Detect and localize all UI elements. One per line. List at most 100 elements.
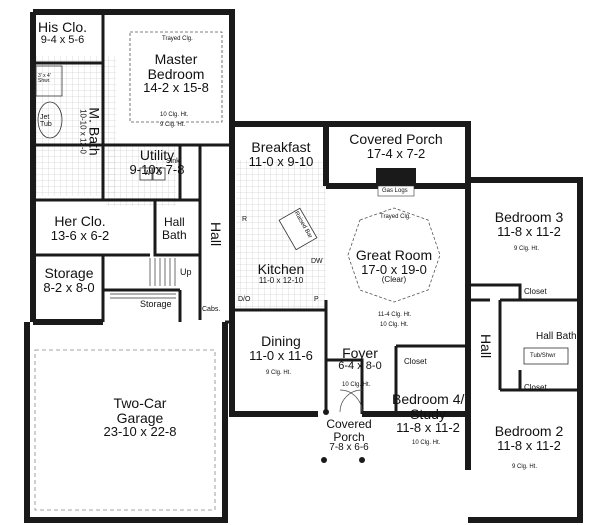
dining-dims: 11-0 x 11-6 — [249, 347, 313, 363]
great-room-clear: (Clear) — [381, 275, 407, 285]
bedroom2-label: Bedroom 2 11-8 x 11-2 — [484, 424, 574, 452]
stairs — [110, 258, 176, 299]
her-closet-dims: 13-6 x 6-2 — [50, 227, 110, 243]
covered-porch-rear-label: Covered Porch 17-4 x 7-2 — [336, 132, 456, 160]
dining-label: Dining 11-0 x 11-6 — [238, 334, 324, 362]
great-room-dims: 17-0 x 19-0 — [361, 261, 427, 277]
front-porch-name: Covered — [326, 417, 372, 431]
foyer-dims: 6-4 x 8-0 — [338, 359, 382, 372]
washer — [139, 167, 153, 181]
her-closet-name: Her Clo. — [54, 213, 106, 229]
dining-name: Dining — [261, 333, 301, 349]
great-room-ceiling1: 11-4 Clg. Ht. — [378, 312, 412, 318]
closet-b2-label: Closet — [524, 383, 547, 392]
bedroom3-dims: 11-8 x 11-2 — [497, 223, 561, 239]
dryer-label: D — [157, 170, 163, 177]
rear-porch-name: Covered Porch — [349, 131, 443, 147]
great-room-trayed: Trayed Clg. — [380, 214, 411, 220]
right-bath-tub — [523, 347, 569, 365]
kitchen-dims: 11-0 x 12-10 — [258, 275, 304, 285]
stairs-up-label: Up — [180, 267, 192, 277]
his-closet-name: His Clo. — [38, 19, 88, 35]
door-swings — [339, 389, 363, 413]
kitchen-island — [278, 207, 318, 251]
porch-posts — [321, 123, 471, 463]
bedroom3-ceiling: 9 Clg. Ht. — [514, 246, 540, 252]
storage-left-label: Storage 8-2 x 8-0 — [38, 266, 100, 294]
kitchen-r: R — [242, 216, 248, 223]
bedroom4-dims: 11-8 x 11-2 — [396, 420, 460, 436]
jet-tub — [37, 101, 63, 139]
master-ceiling1: 10 Clg. Ht. — [160, 112, 189, 118]
kitchen-label: Kitchen 11-0 x 12-10 — [246, 262, 316, 285]
bedroom3-name: Bedroom 3 — [494, 209, 564, 225]
rear-porch-dims: 17-4 x 7-2 — [366, 145, 426, 161]
master-bath-name: M. Bath — [86, 107, 103, 156]
foyer-ceiling: 10 Clg. Ht. — [342, 382, 371, 388]
master-trayed: Trayed Clg. — [162, 36, 193, 42]
front-porch-name2: Porch — [333, 429, 365, 444]
breakfast-dims: 11-0 x 9-10 — [248, 153, 314, 169]
master-name2: Bedroom — [147, 65, 205, 82]
bedroom2-ceiling: 9 Clg. Ht. — [512, 464, 538, 470]
utility-label: Utility 9-10x 7-8 — [112, 148, 202, 176]
great-room-tray-outline — [347, 207, 441, 303]
master-dims: 14-2 x 15-8 — [143, 80, 209, 96]
master-bath-dims: 10-10 x 12-0 — [78, 109, 88, 154]
master-name: Master — [154, 51, 198, 67]
hall-bath-left-name2: Bath — [162, 227, 187, 242]
utility-sink: Sink — [166, 158, 180, 165]
garage-name: Two-Car — [113, 395, 167, 411]
kitchen-dio: D/O — [238, 296, 251, 303]
garage-label: Two-Car Garage 23-10 x 22-8 — [80, 396, 200, 439]
garage-dims: 23-10 x 22-8 — [103, 424, 177, 440]
bedroom4-name: Bedroom 4/ — [392, 391, 465, 407]
hall-bath-left-name: Hall — [164, 215, 185, 229]
bedroom4-name2: Study — [410, 405, 446, 422]
bedroom4-ceiling: 10 Clg. Ht. — [412, 440, 441, 446]
washer-label: W — [144, 170, 151, 177]
cabs-label: Cabs. — [202, 306, 221, 313]
gas-logs-label: Gas Logs — [382, 188, 408, 194]
hall-bath-left-label: Hall Bath — [162, 216, 187, 241]
great-room-ceiling2: 10 Clg. Ht. — [380, 322, 409, 328]
dryer — [152, 167, 166, 181]
bedroom2-dims: 11-8 x 11-2 — [497, 437, 561, 453]
foyer-label: Foyer 6-4 x 8-0 — [334, 346, 386, 372]
great-room-label: Great Room 17-0 x 19-0 (Clear) — [348, 248, 440, 285]
dining-ceiling: 9 Clg. Ht. — [266, 370, 292, 376]
tub-label: Jet Tub — [40, 114, 52, 128]
kitchen-name: Kitchen — [257, 261, 305, 277]
shower — [35, 65, 63, 97]
kitchen-dw: DW — [311, 258, 323, 265]
hall-bath-right-label: Hall Bath — [536, 331, 577, 342]
great-room-name: Great Room — [355, 247, 433, 263]
closet-study-label: Closet — [404, 357, 427, 366]
closet-b3-label: Closet — [524, 287, 547, 296]
bedroom3-label: Bedroom 3 11-8 x 11-2 — [484, 210, 574, 238]
her-closet-label: Her Clo. 13-6 x 6-2 — [40, 214, 120, 242]
kitchen-p: P — [314, 296, 319, 303]
foyer-name: Foyer — [342, 345, 378, 361]
garage-name2: Garage — [116, 409, 164, 426]
utility-dims: 9-10x 7-8 — [129, 161, 185, 177]
storage-small-label: Storage — [140, 299, 172, 309]
breakfast-name: Breakfast — [251, 139, 311, 155]
bedroom2-name: Bedroom 2 — [494, 423, 564, 439]
hall-right-label: Hall — [478, 333, 494, 359]
his-closet-label: His Clo. 9-4 x 5-6 — [38, 20, 87, 46]
gas-logs-box — [377, 185, 415, 197]
his-closet-dims: 9-4 x 5-6 — [40, 33, 85, 46]
shower-label: 3' x 4' Shwr. — [38, 73, 51, 84]
master-bedroom-label: Master Bedroom 14-2 x 15-8 — [132, 52, 220, 95]
master-ceiling2: 9 Clg. Ht. — [160, 122, 186, 128]
garage-floor-outline — [34, 349, 216, 511]
front-porch-dims: 7-8 x 6-6 — [329, 442, 369, 454]
fireplace — [376, 168, 416, 184]
breakfast-label: Breakfast 11-0 x 9-10 — [238, 140, 324, 168]
storage-left-dims: 8-2 x 8-0 — [43, 279, 95, 295]
master-bath-label: M. Bath 10-10 x 12-0 — [78, 92, 103, 172]
front-porch-label: Covered Porch 7-8 x 6-6 — [326, 418, 372, 454]
right-tub-label: Tub/Shwr — [530, 353, 556, 359]
